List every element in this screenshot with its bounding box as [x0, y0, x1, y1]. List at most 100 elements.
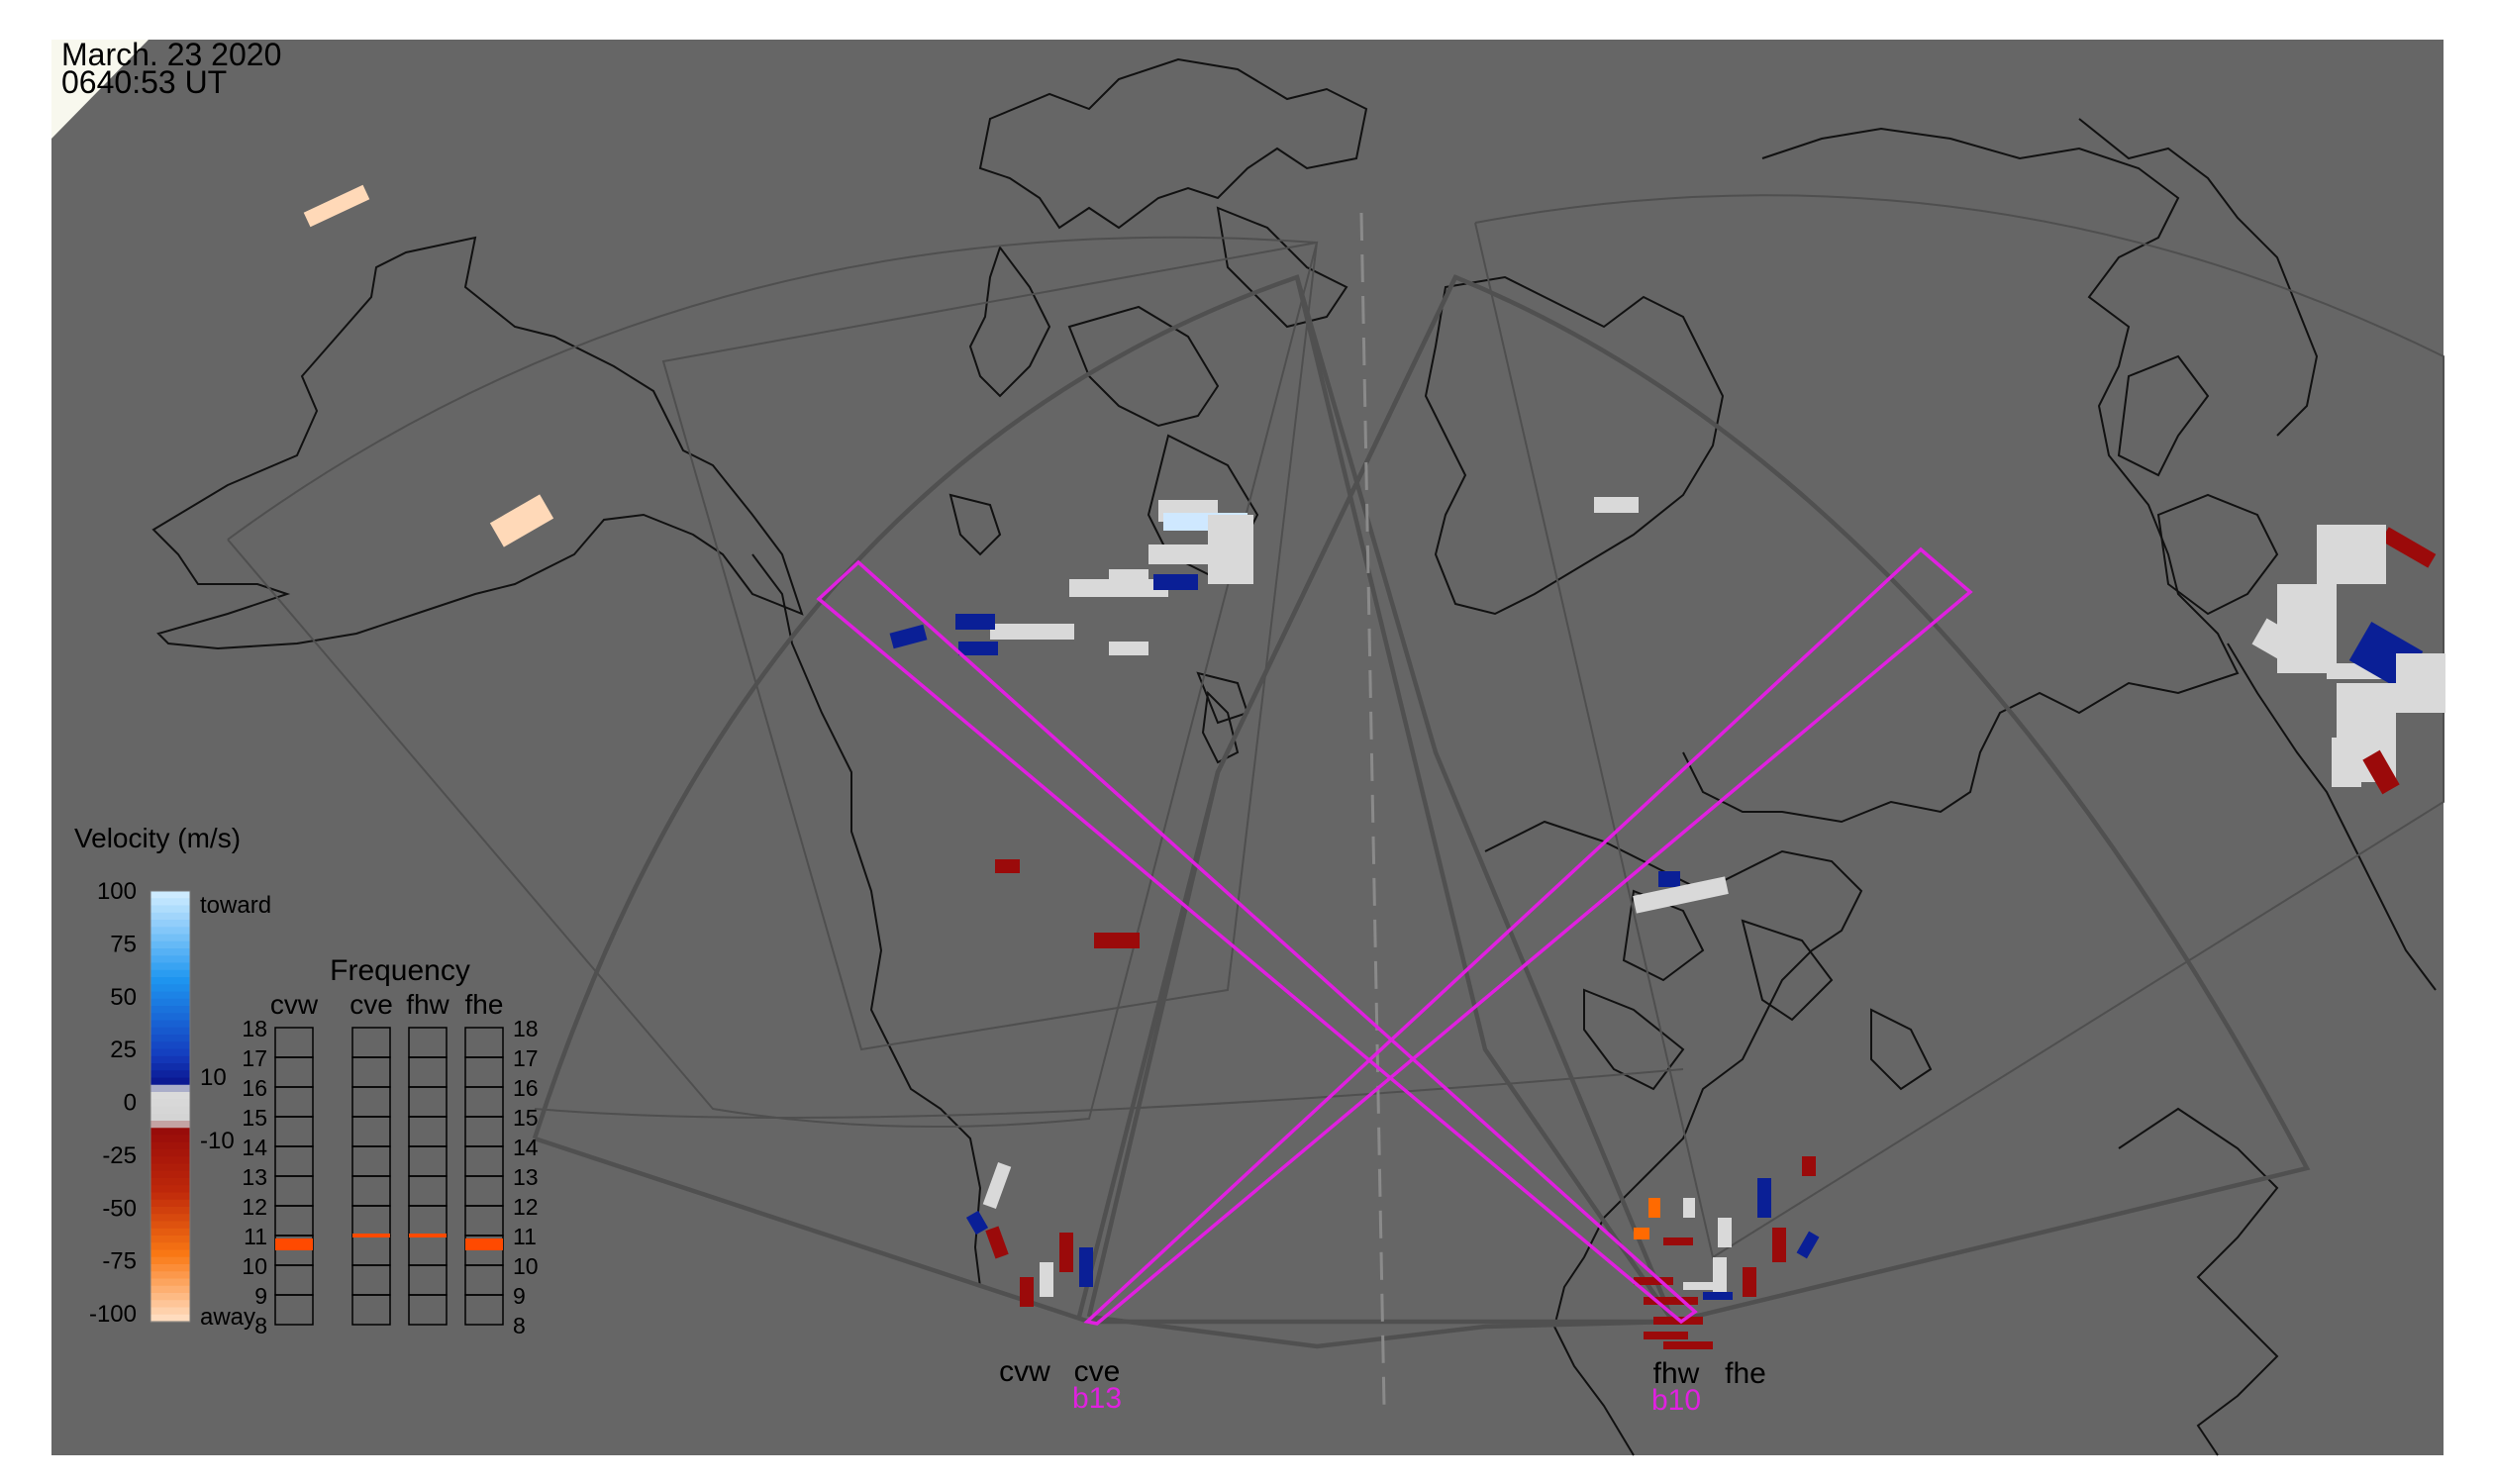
frequency-tick-left: 8: [254, 1313, 267, 1338]
colorbar-step: [150, 1163, 190, 1172]
scatter-cell: [1079, 1247, 1093, 1287]
frequency-tick-left: 13: [242, 1164, 267, 1190]
scatter-cell: [1772, 1228, 1786, 1262]
colorbar-step: [150, 977, 190, 985]
colorbar-step: [150, 1228, 190, 1237]
colorbar-step: [150, 1271, 190, 1280]
scatter-cell: [1648, 1198, 1660, 1218]
colorbar-step: [150, 1285, 190, 1294]
colorbar-step: [150, 1264, 190, 1272]
center-dashed-line: [1359, 212, 1386, 1407]
colorbar-step: [150, 1278, 190, 1287]
frequency-tick-left: 17: [242, 1045, 267, 1071]
colorbar-step: [150, 1199, 190, 1208]
frequency-marker: [465, 1238, 503, 1250]
frequency-tick-left: 18: [242, 1016, 267, 1041]
colorbar-step: [150, 1077, 190, 1086]
colorbar-step: [150, 1141, 190, 1150]
scatter-cell: [2317, 525, 2386, 584]
colorbar-step: [150, 1035, 190, 1042]
frequency-tick-right: 13: [513, 1164, 539, 1190]
timestamp-date: March. 23 2020: [61, 37, 282, 72]
scatter-cell: [1634, 1228, 1649, 1239]
scatter-cells: [303, 184, 2445, 1349]
scatter-cell: [2396, 653, 2445, 713]
beam-highlights: [816, 546, 1973, 1326]
frequency-tick-left: 10: [242, 1253, 267, 1279]
scatter-cell: [2251, 618, 2293, 659]
colorbar-step: [150, 1185, 190, 1194]
scatter-cell: [1703, 1292, 1733, 1300]
scatter-cell: [995, 859, 1020, 873]
scatter-cell: [1663, 1341, 1713, 1349]
scatter-cell: [1718, 1218, 1732, 1247]
velocity-tick-label: -75: [102, 1248, 137, 1275]
colorbar-step: [150, 955, 190, 964]
colorbar-step: [150, 1221, 190, 1230]
scatter-cell: [1208, 515, 1253, 584]
site-label-cvw: cvw: [999, 1355, 1050, 1388]
colorbar-step: [150, 1099, 190, 1108]
colorbar-step: [150, 1006, 190, 1014]
frequency-tick-right: 11: [513, 1224, 537, 1249]
frequency-tick-right: 8: [513, 1313, 526, 1338]
colorbar-step: [150, 1055, 190, 1064]
scatter-cell: [1802, 1156, 1816, 1176]
colorbar-step: [150, 998, 190, 1007]
radar-column-label: cve: [349, 989, 393, 1020]
colorbar-step: [150, 1070, 190, 1079]
colorbar-step: [150, 962, 190, 971]
colorbar-step: [150, 1314, 190, 1323]
frequency-tick-right: 15: [513, 1105, 539, 1131]
velocity-tick-label: 100: [97, 878, 137, 905]
frequency-tick-left: 12: [242, 1194, 267, 1220]
scatter-cell: [1633, 876, 1729, 914]
frequency-marker: [352, 1234, 390, 1237]
threshold-neg-label: -10: [200, 1128, 235, 1154]
scatter-cell: [2277, 584, 2337, 673]
scatter-cell: [1634, 1277, 1673, 1285]
colorbar-step: [150, 1156, 190, 1165]
frequency-marker: [275, 1238, 313, 1250]
colorbar-step: [150, 920, 190, 928]
colorbar-step: [150, 1307, 190, 1316]
radar-column-label: cvw: [270, 989, 319, 1020]
site-label-fhw: fhw: [1653, 1357, 1700, 1390]
velocity-tick-label: -100: [89, 1301, 137, 1328]
fov-wide-outlines: [227, 194, 2444, 1259]
colorbar-step: [150, 1192, 190, 1201]
frequency-tick-left: 15: [242, 1105, 267, 1131]
frequency-cell: [351, 1294, 391, 1326]
frequency-marker: [409, 1234, 447, 1237]
frequency-tick-right: 16: [513, 1075, 539, 1101]
corner-patch: [51, 40, 149, 139]
scatter-cell: [303, 184, 370, 228]
colorbar-step: [150, 1128, 190, 1137]
radar-column-label: fhe: [465, 989, 504, 1020]
colorbar-step: [150, 1121, 190, 1129]
velocity-tick-label: -50: [102, 1195, 137, 1222]
scatter-cell: [990, 624, 1074, 640]
scatter-cell: [965, 1210, 989, 1236]
scatter-cell: [1683, 1282, 1713, 1290]
beam-label-b10: b10: [1651, 1384, 1701, 1417]
scatter-cell: [1148, 544, 1208, 564]
colorbar-step: [150, 1048, 190, 1057]
colorbar-frame: [150, 890, 191, 1323]
colorbar-step: [150, 1242, 190, 1251]
scatter-cell: [1020, 1277, 1034, 1307]
colorbar-step: [150, 1135, 190, 1143]
scatter-cell: [1683, 1198, 1695, 1218]
scatter-cell: [1644, 1332, 1688, 1339]
colorbar-step: [150, 1207, 190, 1215]
colorbar-step: [150, 1249, 190, 1258]
colorbar-step: [150, 1013, 190, 1022]
scatter-cell: [982, 1161, 1012, 1210]
colorbar-step: [150, 984, 190, 993]
colorbar-step: [150, 1236, 190, 1243]
